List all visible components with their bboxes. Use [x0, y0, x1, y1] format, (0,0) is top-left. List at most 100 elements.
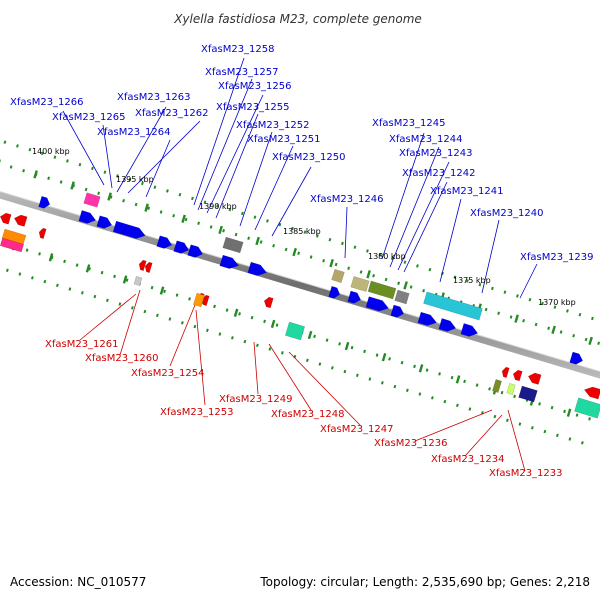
reverse-gene	[201, 294, 210, 307]
tick-mark	[243, 339, 247, 344]
tick-mark	[178, 192, 182, 197]
gene-label[interactable]: XfasM23_1248	[271, 409, 345, 420]
tick-mark	[253, 215, 257, 219]
tick-mark	[450, 375, 454, 380]
gene-label[interactable]: XfasM23_1242	[402, 168, 476, 179]
gene-label[interactable]: XfasM23_1262	[135, 108, 209, 119]
gene-label[interactable]: XfasM23_1253	[160, 407, 234, 418]
tick-mark	[359, 270, 363, 274]
label-connector	[464, 414, 503, 457]
tick-mark	[522, 319, 526, 323]
tick-mark	[528, 297, 532, 302]
gene-label[interactable]: XfasM23_1264	[97, 127, 171, 138]
tick-mark	[316, 234, 319, 238]
reverse-gene	[512, 369, 523, 382]
gene-label[interactable]: XfasM23_1250	[272, 152, 346, 163]
label-connector	[481, 219, 500, 294]
tick-mark	[297, 251, 301, 255]
tick-mark	[218, 332, 222, 336]
tick-mark	[255, 343, 259, 348]
reverse-gene	[583, 386, 600, 400]
gene-label[interactable]: XfasM23_1249	[219, 394, 293, 405]
gene-label[interactable]: XfasM23_1263	[117, 92, 191, 103]
gene-label[interactable]: XfasM23_1260	[85, 353, 159, 364]
label-connector	[268, 343, 312, 411]
forward-gene	[365, 296, 389, 312]
gene-label[interactable]: XfasM23_1252	[236, 120, 310, 131]
tick-mark	[463, 379, 466, 384]
tick-mark	[475, 383, 479, 387]
tick-mark	[143, 309, 147, 314]
tick-mark	[393, 384, 397, 389]
tick-mark	[403, 260, 407, 264]
gene-label[interactable]: XfasM23_1251	[247, 134, 321, 145]
tick-mark	[347, 266, 351, 270]
gene-label[interactable]: XfasM23_1244	[389, 134, 463, 145]
gene-label[interactable]: XfasM23_1255	[216, 102, 290, 113]
gene-label[interactable]: XfasM23_1233	[489, 468, 563, 479]
gene-label[interactable]: XfasM23_1256	[218, 81, 292, 92]
tick-mark	[91, 166, 94, 171]
tick-mark-major	[70, 181, 75, 190]
tick-mark	[509, 315, 513, 319]
tick-mark-major	[588, 336, 593, 346]
feature-grey	[394, 289, 410, 305]
forward-gene	[347, 290, 362, 304]
tick-mark	[493, 414, 497, 419]
tick-mark	[416, 264, 419, 268]
tick-mark	[378, 252, 382, 257]
tick-mark	[166, 189, 169, 193]
label-connector	[288, 351, 361, 426]
tick-mark	[191, 196, 194, 201]
tick-mark	[330, 366, 334, 370]
label-connector	[403, 181, 448, 273]
tick-mark	[425, 368, 429, 372]
gene-label[interactable]: XfasM23_1257	[205, 67, 279, 78]
gene-label[interactable]: XfasM23_1234	[431, 454, 505, 465]
feature-lime	[506, 382, 516, 396]
tick-mark	[259, 240, 263, 244]
gene-label[interactable]: XfasM23_1240	[470, 208, 544, 219]
forward-gene	[38, 195, 51, 209]
reverse-gene	[263, 296, 274, 309]
forward-gene	[328, 285, 341, 299]
gene-label[interactable]: XfasM23_1266	[10, 97, 84, 108]
kbp-label: 1395 kbp	[116, 175, 154, 184]
feature-teal	[574, 397, 600, 419]
tick-mark-major	[181, 214, 186, 223]
gene-label[interactable]: XfasM23_1245	[372, 118, 446, 129]
tick-mark	[41, 151, 44, 156]
tick-mark	[172, 214, 176, 218]
tick-mark	[113, 274, 116, 279]
forward-gene	[96, 215, 113, 229]
label-connector	[344, 206, 348, 259]
label-connector	[169, 304, 196, 367]
gene-label[interactable]: XfasM23_1243	[399, 148, 473, 159]
gene-label[interactable]: XfasM23_1258	[201, 44, 275, 55]
tick-mark-major	[514, 314, 519, 323]
tick-mark	[430, 396, 434, 400]
gene-label[interactable]: XfasM23_1239	[520, 252, 594, 263]
tick-mark	[78, 162, 82, 167]
tick-mark	[405, 388, 409, 393]
tick-mark	[597, 341, 600, 345]
gene-label[interactable]: XfasM23_1241	[430, 186, 504, 197]
reverse-gene	[501, 366, 510, 379]
tick-mark-major	[33, 170, 38, 179]
gene-label[interactable]: XfasM23_1265	[52, 112, 126, 123]
tick-mark	[566, 309, 569, 313]
tick-mark	[478, 282, 482, 287]
gene-label[interactable]: XfasM23_1254	[131, 368, 205, 379]
tick-mark	[68, 287, 72, 291]
tick-mark	[47, 176, 51, 180]
gene-label[interactable]: XfasM23_1236	[374, 438, 448, 449]
tick-mark	[372, 274, 376, 278]
gene-label[interactable]: XfasM23_1247	[320, 424, 394, 435]
gene-label[interactable]: XfasM23_1246	[310, 194, 384, 205]
gene-label[interactable]: XfasM23_1261	[45, 339, 119, 350]
tick-mark	[163, 289, 166, 294]
tick-mark	[303, 230, 307, 234]
feature-khaki	[331, 268, 345, 284]
label-connector	[253, 341, 259, 395]
